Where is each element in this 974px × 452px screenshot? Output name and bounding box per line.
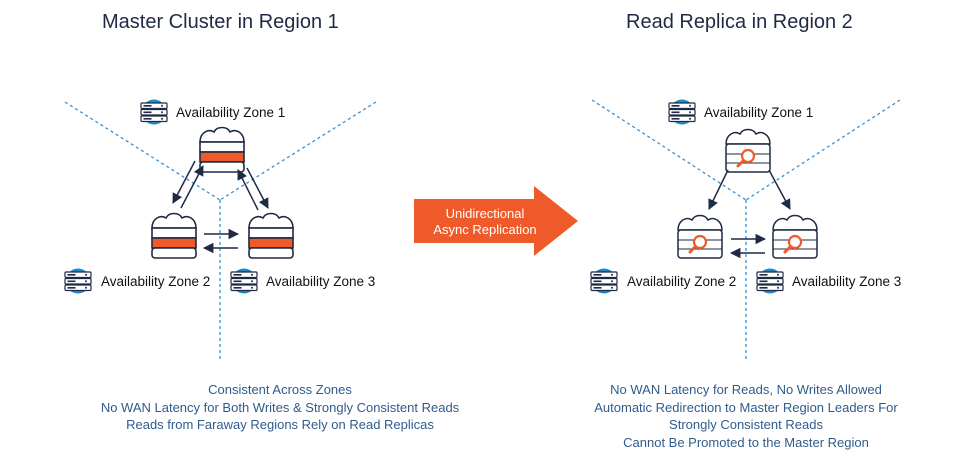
right-replication-arrows — [708, 169, 791, 259]
server-rack-icon — [230, 267, 258, 295]
replication-arrow-label: Unidirectional Async Replication — [420, 206, 550, 238]
arrow-label-line: Unidirectional — [445, 206, 525, 221]
right-zone-1-label: Availability Zone 1 — [704, 105, 814, 120]
database-search-icon — [676, 214, 724, 260]
right-title: Read Replica in Region 2 — [626, 11, 853, 33]
caption-line: Automatic Redirection to Master Region L… — [594, 399, 898, 415]
caption-line: Consistent Across Zones — [208, 382, 352, 397]
left-replication-arrows — [172, 160, 269, 254]
left-zone-2-label: Availability Zone 2 — [101, 274, 211, 289]
server-rack-icon — [590, 267, 618, 295]
database-stack-icon — [248, 212, 294, 259]
database-search-icon — [771, 214, 819, 260]
replication-arrow-shape — [414, 186, 578, 256]
right-zone-2-label: Availability Zone 2 — [627, 274, 737, 289]
database-stack-icon — [151, 212, 197, 259]
database-stack-icon — [199, 126, 245, 173]
caption-line: No WAN Latency for Reads, No Writes Allo… — [610, 382, 882, 397]
left-caption: Consistent Across Zones No WAN Latency f… — [90, 381, 470, 434]
server-rack-icon — [140, 98, 168, 126]
caption-line: No WAN Latency for Both Writes & Strongl… — [100, 399, 460, 415]
database-search-icon — [724, 128, 772, 174]
left-zone-1-label: Availability Zone 1 — [176, 105, 286, 120]
server-rack-icon — [64, 267, 92, 295]
left-title: Master Cluster in Region 1 — [102, 11, 339, 33]
arrow-label-line: Async Replication — [433, 222, 537, 237]
caption-line: Cannot Be Promoted to the Master Region — [623, 434, 869, 450]
caption-line: Reads from Faraway Regions Rely on Read … — [126, 417, 434, 432]
left-zone-3-label: Availability Zone 3 — [266, 274, 376, 289]
caption-line: Strongly Consistent Reads — [669, 417, 823, 432]
server-rack-icon — [668, 98, 696, 126]
right-caption: No WAN Latency for Reads, No Writes Allo… — [556, 381, 936, 451]
right-zone-3-label: Availability Zone 3 — [792, 274, 902, 289]
server-rack-icon — [756, 267, 784, 295]
right-zone-dividers — [591, 99, 901, 362]
